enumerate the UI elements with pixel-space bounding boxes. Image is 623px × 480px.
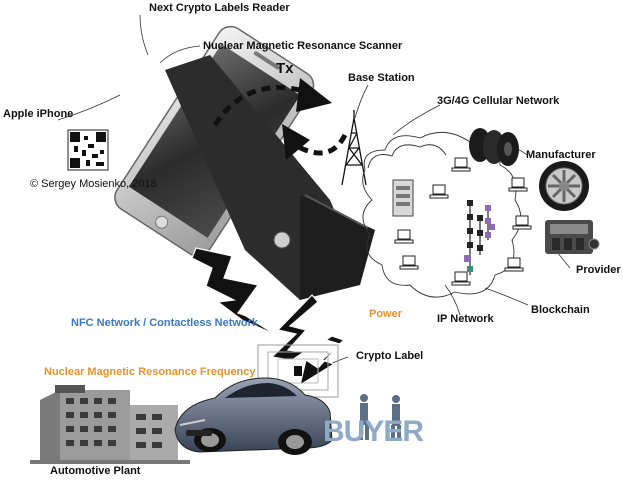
lightning-bolt-icons — [191, 247, 363, 387]
buyer-people-icon — [359, 394, 401, 440]
qr-code-icon — [67, 129, 109, 171]
tires-icon — [469, 128, 519, 166]
tx-arrowhead-1 — [296, 78, 332, 112]
wheel-rim-icon — [539, 161, 589, 211]
factory-icon — [30, 385, 190, 464]
server-icon — [392, 179, 414, 217]
tx-label: Tx — [276, 60, 294, 77]
iphone-label: Apple iPhone — [3, 108, 74, 120]
blockchain-label: Blockchain — [531, 304, 590, 316]
ip-network-label: IP Network — [437, 313, 494, 325]
tx-arrowhead-2 — [282, 124, 310, 160]
crypto-label-label: Crypto Label — [356, 350, 424, 362]
nfc-network-label: NFC Network / Contactless Network — [71, 317, 259, 329]
power-label: Power — [369, 308, 403, 320]
automotive-plant-label: Automotive Plant — [50, 465, 141, 477]
tx-arrows-icon — [212, 85, 348, 156]
blockchain-icon — [464, 200, 495, 275]
cellular-cloud-top — [367, 144, 447, 169]
crypto-reader-device-icon — [165, 55, 375, 300]
network-computers — [394, 157, 532, 286]
nmr-frequency-label: Nuclear Magnetic Resonance Frequency — [44, 366, 256, 378]
cell-tower-icon — [341, 110, 367, 186]
copyright-text: © Sergey Mosienko, 2018 — [30, 178, 157, 190]
reader-label: Next Crypto Labels Reader — [149, 2, 290, 14]
provider-label: Provider — [576, 264, 621, 276]
base-station-label: Base Station — [348, 72, 415, 84]
nmr-scanner-label: Nuclear Magnetic Resonance Scanner — [203, 40, 403, 52]
buyer-logo: BUYER — [323, 415, 424, 448]
manufacturer-label: Manufacturer — [526, 149, 596, 161]
engine-icon — [545, 220, 600, 254]
car-icon — [174, 377, 333, 455]
cellular-network-label: 3G/4G Cellular Network — [437, 95, 560, 107]
